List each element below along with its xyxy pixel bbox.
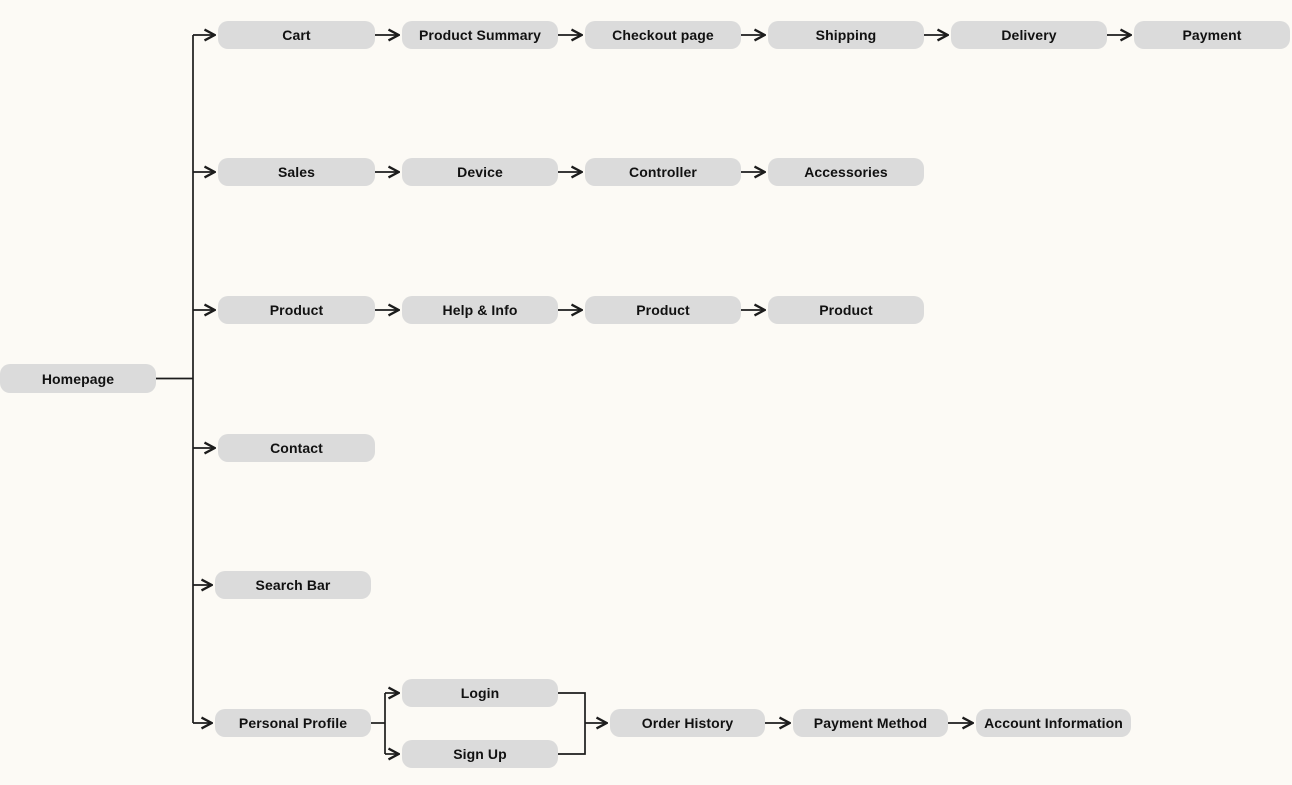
node-sales: Sales (218, 158, 375, 186)
node-homepage: Homepage (0, 364, 156, 393)
node-order-history: Order History (610, 709, 765, 737)
node-controller: Controller (585, 158, 741, 186)
node-payment: Payment (1134, 21, 1290, 49)
node-shipping: Shipping (768, 21, 924, 49)
node-personal-profile: Personal Profile (215, 709, 371, 737)
node-help-info: Help & Info (402, 296, 558, 324)
node-product-summary: Product Summary (402, 21, 558, 49)
node-accessories: Accessories (768, 158, 924, 186)
node-product-2: Product (585, 296, 741, 324)
node-device: Device (402, 158, 558, 186)
node-product: Product (218, 296, 375, 324)
node-product-3: Product (768, 296, 924, 324)
node-contact: Contact (218, 434, 375, 462)
node-cart: Cart (218, 21, 375, 49)
node-payment-method: Payment Method (793, 709, 948, 737)
node-checkout-page: Checkout page (585, 21, 741, 49)
merge-bracket (558, 692, 586, 755)
node-account-information: Account Information (976, 709, 1131, 737)
node-sign-up: Sign Up (402, 740, 558, 768)
node-search-bar: Search Bar (215, 571, 371, 599)
node-delivery: Delivery (951, 21, 1107, 49)
node-login: Login (402, 679, 558, 707)
